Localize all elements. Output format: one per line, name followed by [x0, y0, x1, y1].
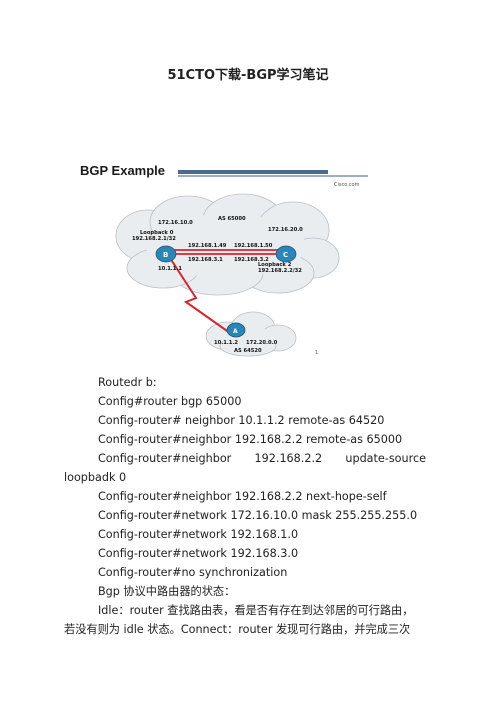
config-line-1: Routedr b:	[98, 376, 157, 389]
svg-text:B: B	[163, 251, 168, 259]
router-c: C	[275, 245, 297, 263]
as-65000-cloud	[115, 193, 340, 296]
config-line-4: Config-router#neighbor 192.168.2.2 remot…	[98, 433, 403, 446]
config-line-10: Config-router#no synchronization	[98, 566, 288, 579]
as-64520-cloud	[205, 311, 297, 357]
small-mark: ....	[300, 158, 305, 159]
link-bot-left-label: 192.168.3.1	[188, 257, 223, 263]
bgp-state-heading: Bgp 协议中路由器的状态：	[98, 585, 236, 598]
config-line-update-source: Config-router#neighbor 192.168.2.2 updat…	[98, 452, 426, 465]
net-172-20-label: 172.20.0.0	[246, 340, 278, 346]
loopback-2-label: Loopback 2	[258, 262, 292, 268]
net-172-16-10-label: 172.16.10.0	[158, 220, 193, 226]
serial-a-label: 10.1.1.2	[214, 340, 238, 346]
config-line-3: Config-router# neighbor 10.1.1.2 remote-…	[98, 414, 385, 427]
page-title: 51CTO下载-BGP学习笔记	[167, 68, 329, 83]
config-line-update-source-cont: loopbadk 0	[64, 471, 127, 484]
loopback-0-addr: 192.168.2.1/32	[132, 236, 176, 242]
serial-b-label: 10.1.1.1	[158, 266, 182, 272]
config-line-2: Config#router bgp 65000	[98, 395, 242, 408]
router-b: B	[155, 245, 177, 263]
as-64520-label: AS 64520	[234, 348, 262, 354]
paragraph-line-2: 若没有则为 idle 状态。Connect：router 发现可行路由，并完成三…	[64, 623, 411, 636]
header-bar	[178, 170, 328, 174]
bgp-example-figure: .... BGP Example Cisco.com	[78, 158, 368, 358]
figure-header: BGP Example	[80, 163, 165, 178]
link-top-left-label: 192.168.1.49	[188, 243, 227, 249]
network-diagram: .... BGP Example Cisco.com	[78, 158, 368, 357]
as-65000-label: AS 65000	[218, 216, 246, 222]
brand-label: Cisco.com	[334, 182, 360, 188]
net-172-16-20-label: 172.16.20.0	[268, 227, 303, 233]
loopback-0-label: Loopback 0	[140, 230, 174, 236]
link-top-right-label: 192.168.1.50	[234, 243, 273, 249]
config-line-6: Config-router#neighbor 192.168.2.2 next-…	[98, 490, 387, 503]
config-line-9: Config-router#network 192.168.3.0	[98, 547, 299, 560]
link-bot-right-label: 192.168.3.2	[234, 257, 269, 263]
serial-link-b-a	[169, 257, 231, 334]
config-line-7: Config-router#network 172.16.10.0 mask 2…	[98, 509, 418, 522]
svg-text:A: A	[233, 328, 238, 335]
svg-text:C: C	[283, 251, 288, 259]
paragraph-line-1: Idle：router 查找路由表，看是否有存在到达邻居的可行路由，	[98, 604, 414, 617]
loopback-2-addr: 192.168.2.2/32	[258, 268, 302, 274]
config-line-8: Config-router#network 192.168.1.0	[98, 528, 299, 541]
figure-page-number: 1	[315, 350, 318, 356]
router-a: A	[226, 322, 246, 338]
